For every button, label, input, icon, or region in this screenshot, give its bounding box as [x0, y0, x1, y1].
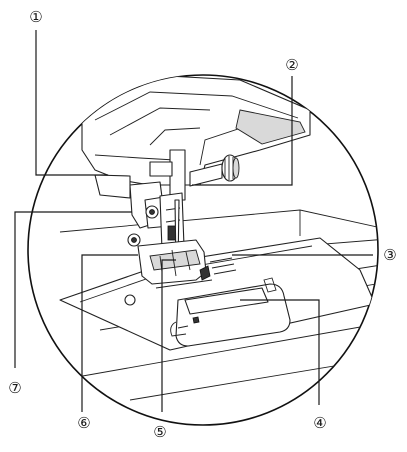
machine-illustration: [59, 75, 378, 401]
leader-lines: [14, 30, 373, 412]
callout-2: ②: [285, 56, 298, 74]
needle-clamp-screw: [189, 154, 240, 187]
callout-1: ①: [29, 8, 42, 26]
callout-7: ⑦: [8, 379, 21, 397]
callout-3: ③: [383, 246, 396, 264]
presser-foot: [137, 239, 211, 285]
callout-5: ⑤: [153, 423, 166, 441]
callout-4: ④: [313, 414, 326, 432]
callout-6: ⑥: [77, 414, 90, 432]
